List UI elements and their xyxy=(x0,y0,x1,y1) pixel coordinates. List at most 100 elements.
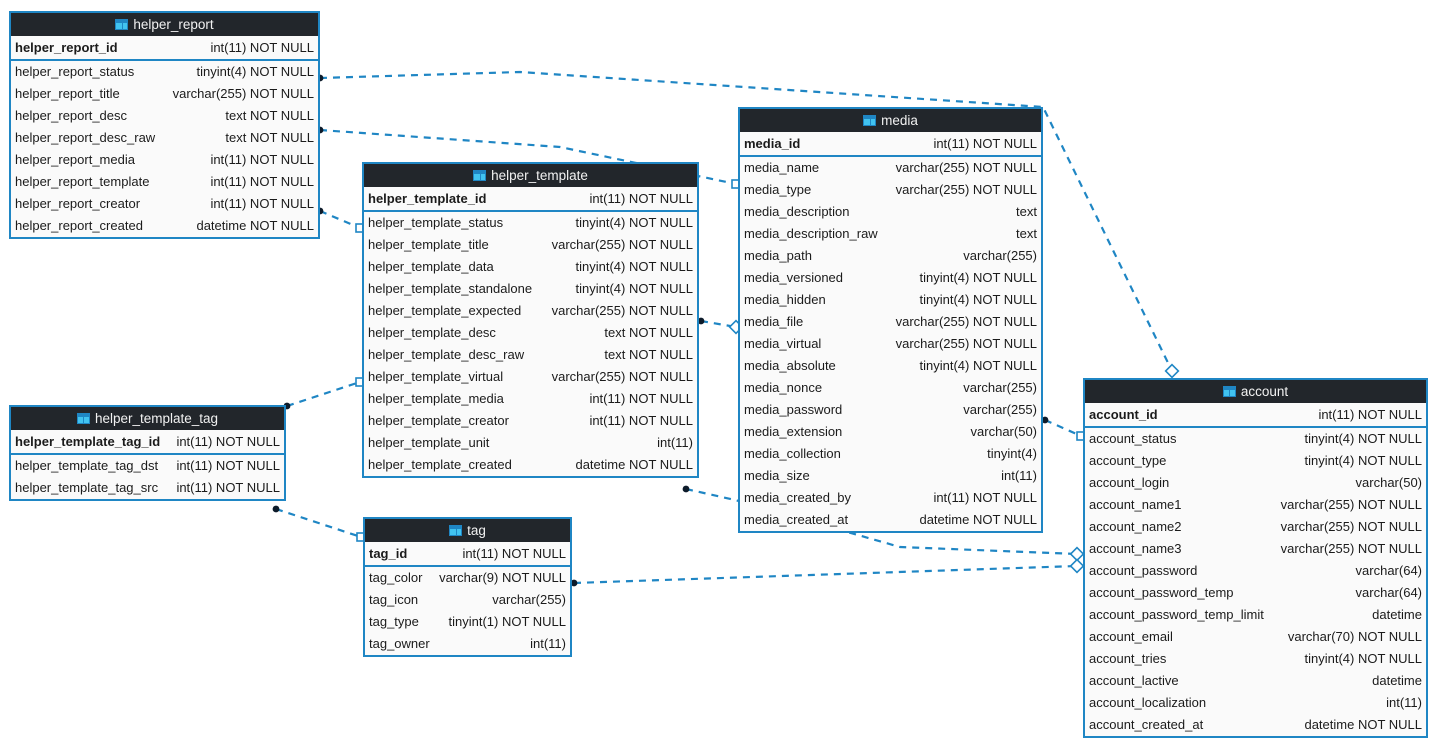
table-title: helper_template xyxy=(491,168,588,183)
table-header-helper_template[interactable]: helper_template xyxy=(364,164,697,187)
relationship-helper_template-to-media[interactable] xyxy=(697,317,744,335)
column-name: account_name3 xyxy=(1089,541,1182,556)
column-name: account_created_at xyxy=(1089,717,1204,732)
column-name: tag_id xyxy=(369,546,408,561)
column-name: helper_report_media xyxy=(15,152,135,167)
column-name: helper_report_title xyxy=(15,86,120,101)
column-name: media_name xyxy=(744,160,820,175)
relationship-helper_template_tag-to-template[interactable] xyxy=(283,377,365,410)
table-header-helper_report[interactable]: helper_report xyxy=(11,13,318,36)
relationship-helper_report-to-helper_template[interactable] xyxy=(316,207,365,233)
relationship-media-to-account[interactable] xyxy=(1041,416,1086,441)
column-type: int(11) NOT NULL xyxy=(589,191,693,206)
column-row[interactable]: account_name3 varchar(255) NOT NULL xyxy=(1085,538,1426,560)
table-header-tag[interactable]: tag xyxy=(365,519,570,542)
column-type: varchar(50) xyxy=(1355,475,1422,490)
column-name: media_versioned xyxy=(744,270,844,285)
column-name: helper_template_tag_src xyxy=(15,480,159,495)
relationship-helper_template_tag-to-tag[interactable] xyxy=(272,505,366,542)
column-type: tinyint(4) NOT NULL xyxy=(196,64,314,79)
column-row[interactable]: media_name varchar(255) NOT NULL xyxy=(740,157,1041,179)
column-type: tinyint(4) NOT NULL xyxy=(1304,431,1422,446)
column-name: helper_report_id xyxy=(15,40,118,55)
relationship-tag-to-account[interactable] xyxy=(570,558,1085,587)
column-name: media_description xyxy=(744,204,850,219)
table-header-helper_template_tag[interactable]: helper_template_tag xyxy=(11,407,284,430)
table-header-account[interactable]: account xyxy=(1085,380,1426,403)
column-type: text NOT NULL xyxy=(604,325,693,340)
column-type: varchar(255) NOT NULL xyxy=(895,160,1037,175)
column-type: varchar(255) NOT NULL xyxy=(551,237,693,252)
table-header-media[interactable]: media xyxy=(740,109,1041,132)
column-type: varchar(255) NOT NULL xyxy=(1280,541,1422,556)
